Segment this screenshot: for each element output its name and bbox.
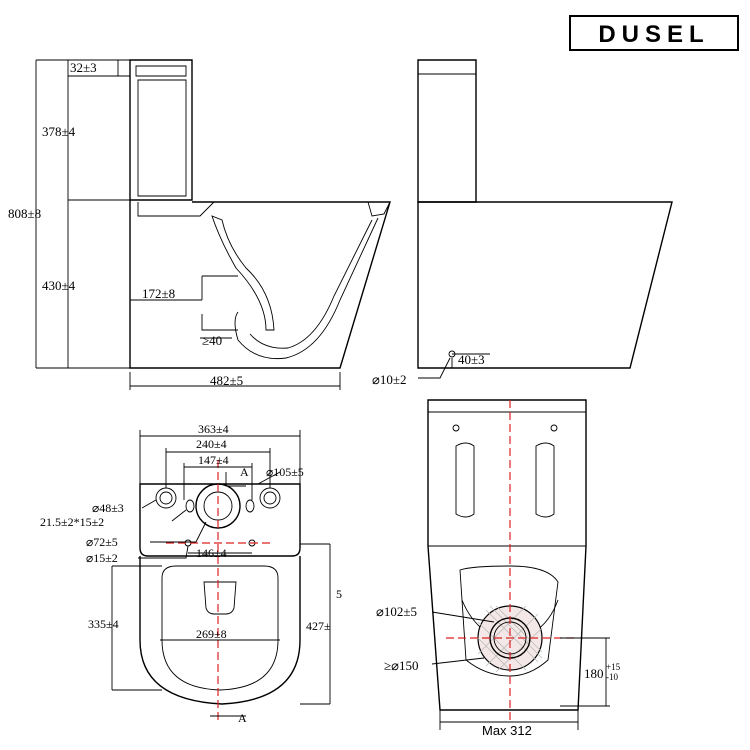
dim-outlet-min: ≥40: [202, 333, 222, 348]
dim-hole-offset: 40±3: [458, 352, 485, 367]
brand-logo: DUSEL: [569, 15, 739, 51]
dim-outlet-102: ⌀102±5: [376, 604, 417, 619]
dim-height-180-tol-minus: -10: [606, 672, 618, 682]
dim-hole-48: ⌀48±3: [92, 501, 124, 515]
dim-bowl-height: 430±4: [42, 278, 76, 293]
dim-hole-105: ⌀105±5: [266, 465, 304, 479]
dim-tank-lid: 32±3: [70, 60, 97, 75]
dim-cut-value: 5: [336, 587, 342, 601]
bottom-view: ⌀102±5 ≥⌀150 180 +15 -10 Max 312: [376, 399, 621, 738]
dim-outlet-offset: 172±8: [142, 286, 175, 301]
dim-width-269: 269±8: [196, 627, 227, 641]
dim-slot: 21.5±2*15±2: [40, 515, 104, 529]
dim-height-180: 180: [584, 666, 604, 681]
dim-width-146: 146±4: [196, 546, 227, 560]
dim-height-180-tol-plus: +15: [606, 662, 621, 672]
dim-hole-diameter: ⌀10±2: [372, 372, 406, 387]
dim-outlet-150: ≥⌀150: [384, 658, 418, 673]
dim-overall-width: 363±4: [198, 422, 229, 436]
side-view: 40±3 ⌀10±2: [372, 59, 673, 387]
dim-depth-427: 427±: [306, 619, 331, 633]
dim-max-width: Max 312: [482, 723, 532, 738]
section-mark-bottom: A: [238, 711, 247, 725]
dim-tank-height: 378±4: [42, 124, 76, 139]
dim-width-240: 240±4: [196, 437, 227, 451]
dim-hole-72: ⌀72±5: [86, 535, 118, 549]
section-mark-top: A: [240, 465, 249, 479]
dim-total-height: 808±8: [8, 206, 41, 221]
top-view: 363±4 240±4 147±4 A ⌀105±5 ⌀48±3 21.5±2*…: [40, 422, 342, 725]
dim-hole-15: ⌀15±2: [86, 551, 118, 565]
front-view: 32±3 378±4 808±8 430±4 172±8 ≥40 482±5: [8, 59, 391, 390]
dim-width-147: 147±4: [198, 453, 229, 467]
brand-name: DUSEL: [598, 21, 709, 48]
dim-width: 482±5: [210, 373, 243, 388]
dim-depth-335: 335±4: [88, 617, 119, 631]
